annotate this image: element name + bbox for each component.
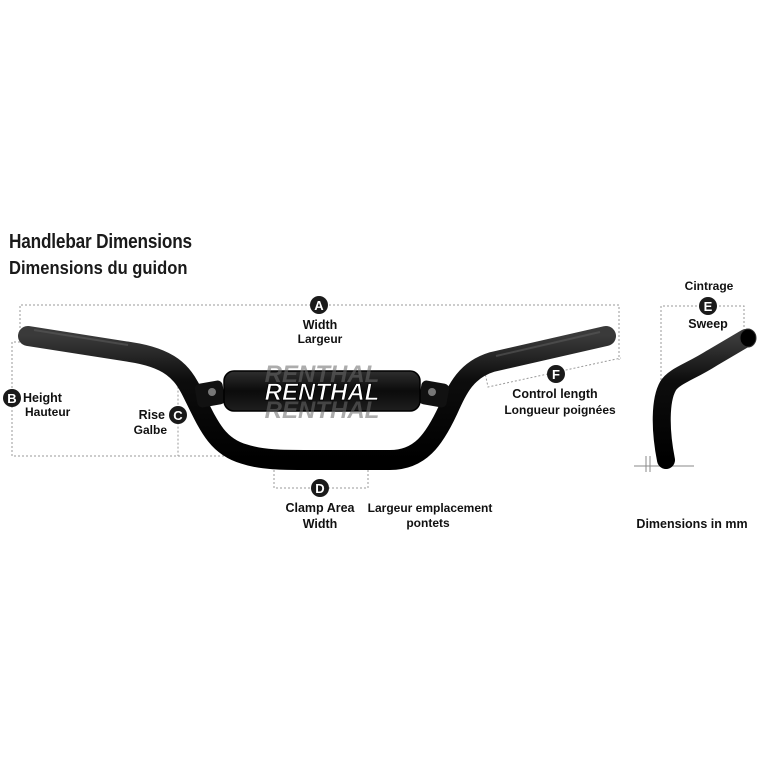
dimension-c-label-fr: Galbe	[134, 423, 168, 437]
dimension-f-label-fr: Longueur poignées	[504, 403, 616, 417]
dimension-d-label-en-line1: Clamp Area	[285, 501, 355, 515]
dimension-d-label-fr-line1: Largeur emplacement	[368, 501, 493, 515]
dimension-b-label-en: Height	[23, 391, 63, 405]
dimension-e-label-en: Sweep	[688, 317, 728, 331]
svg-text:E: E	[704, 299, 713, 314]
title-english: Handlebar Dimensions	[9, 231, 192, 253]
dimension-b-label-fr: Hauteur	[25, 405, 71, 419]
dimension-c-label-en: Rise	[139, 408, 165, 422]
pad-brand-shadow-top: RENTHAL	[265, 361, 380, 388]
dimension-e-label-fr: Cintrage	[685, 279, 734, 293]
pad-brand-shadow-bottom: RENTHAL	[265, 397, 380, 424]
svg-text:D: D	[315, 481, 324, 496]
dimension-f-badge: F	[547, 365, 565, 383]
handlebar-front-view: RENTHAL RENTHAL RENTHAL	[18, 326, 616, 470]
dimension-a-badge: A	[310, 296, 328, 314]
dimension-c-badge: C	[169, 406, 187, 424]
dimension-d-label-fr-line2: pontets	[406, 516, 450, 530]
dimension-d-badge: D	[311, 479, 329, 497]
svg-text:F: F	[552, 367, 560, 382]
dimension-d-label-en-line2: Width	[303, 517, 338, 531]
title-french: Dimensions du guidon	[9, 258, 188, 278]
dimension-f-label-en: Control length	[512, 387, 597, 401]
dimension-a-label-fr: Largeur	[298, 332, 343, 346]
dimension-b-badge: B	[3, 389, 21, 407]
svg-text:C: C	[173, 408, 183, 423]
dimension-a-label-en: Width	[303, 318, 338, 332]
pad-brand-logo: RENTHAL	[265, 379, 380, 406]
crossbar-pad	[223, 370, 421, 412]
svg-text:B: B	[7, 391, 16, 406]
svg-text:A: A	[314, 298, 324, 313]
dimension-e-badge: E	[699, 297, 717, 315]
handlebar-side-view	[634, 305, 757, 472]
width-dimension-lines	[19, 304, 620, 360]
units-note: Dimensions in mm	[636, 517, 747, 531]
